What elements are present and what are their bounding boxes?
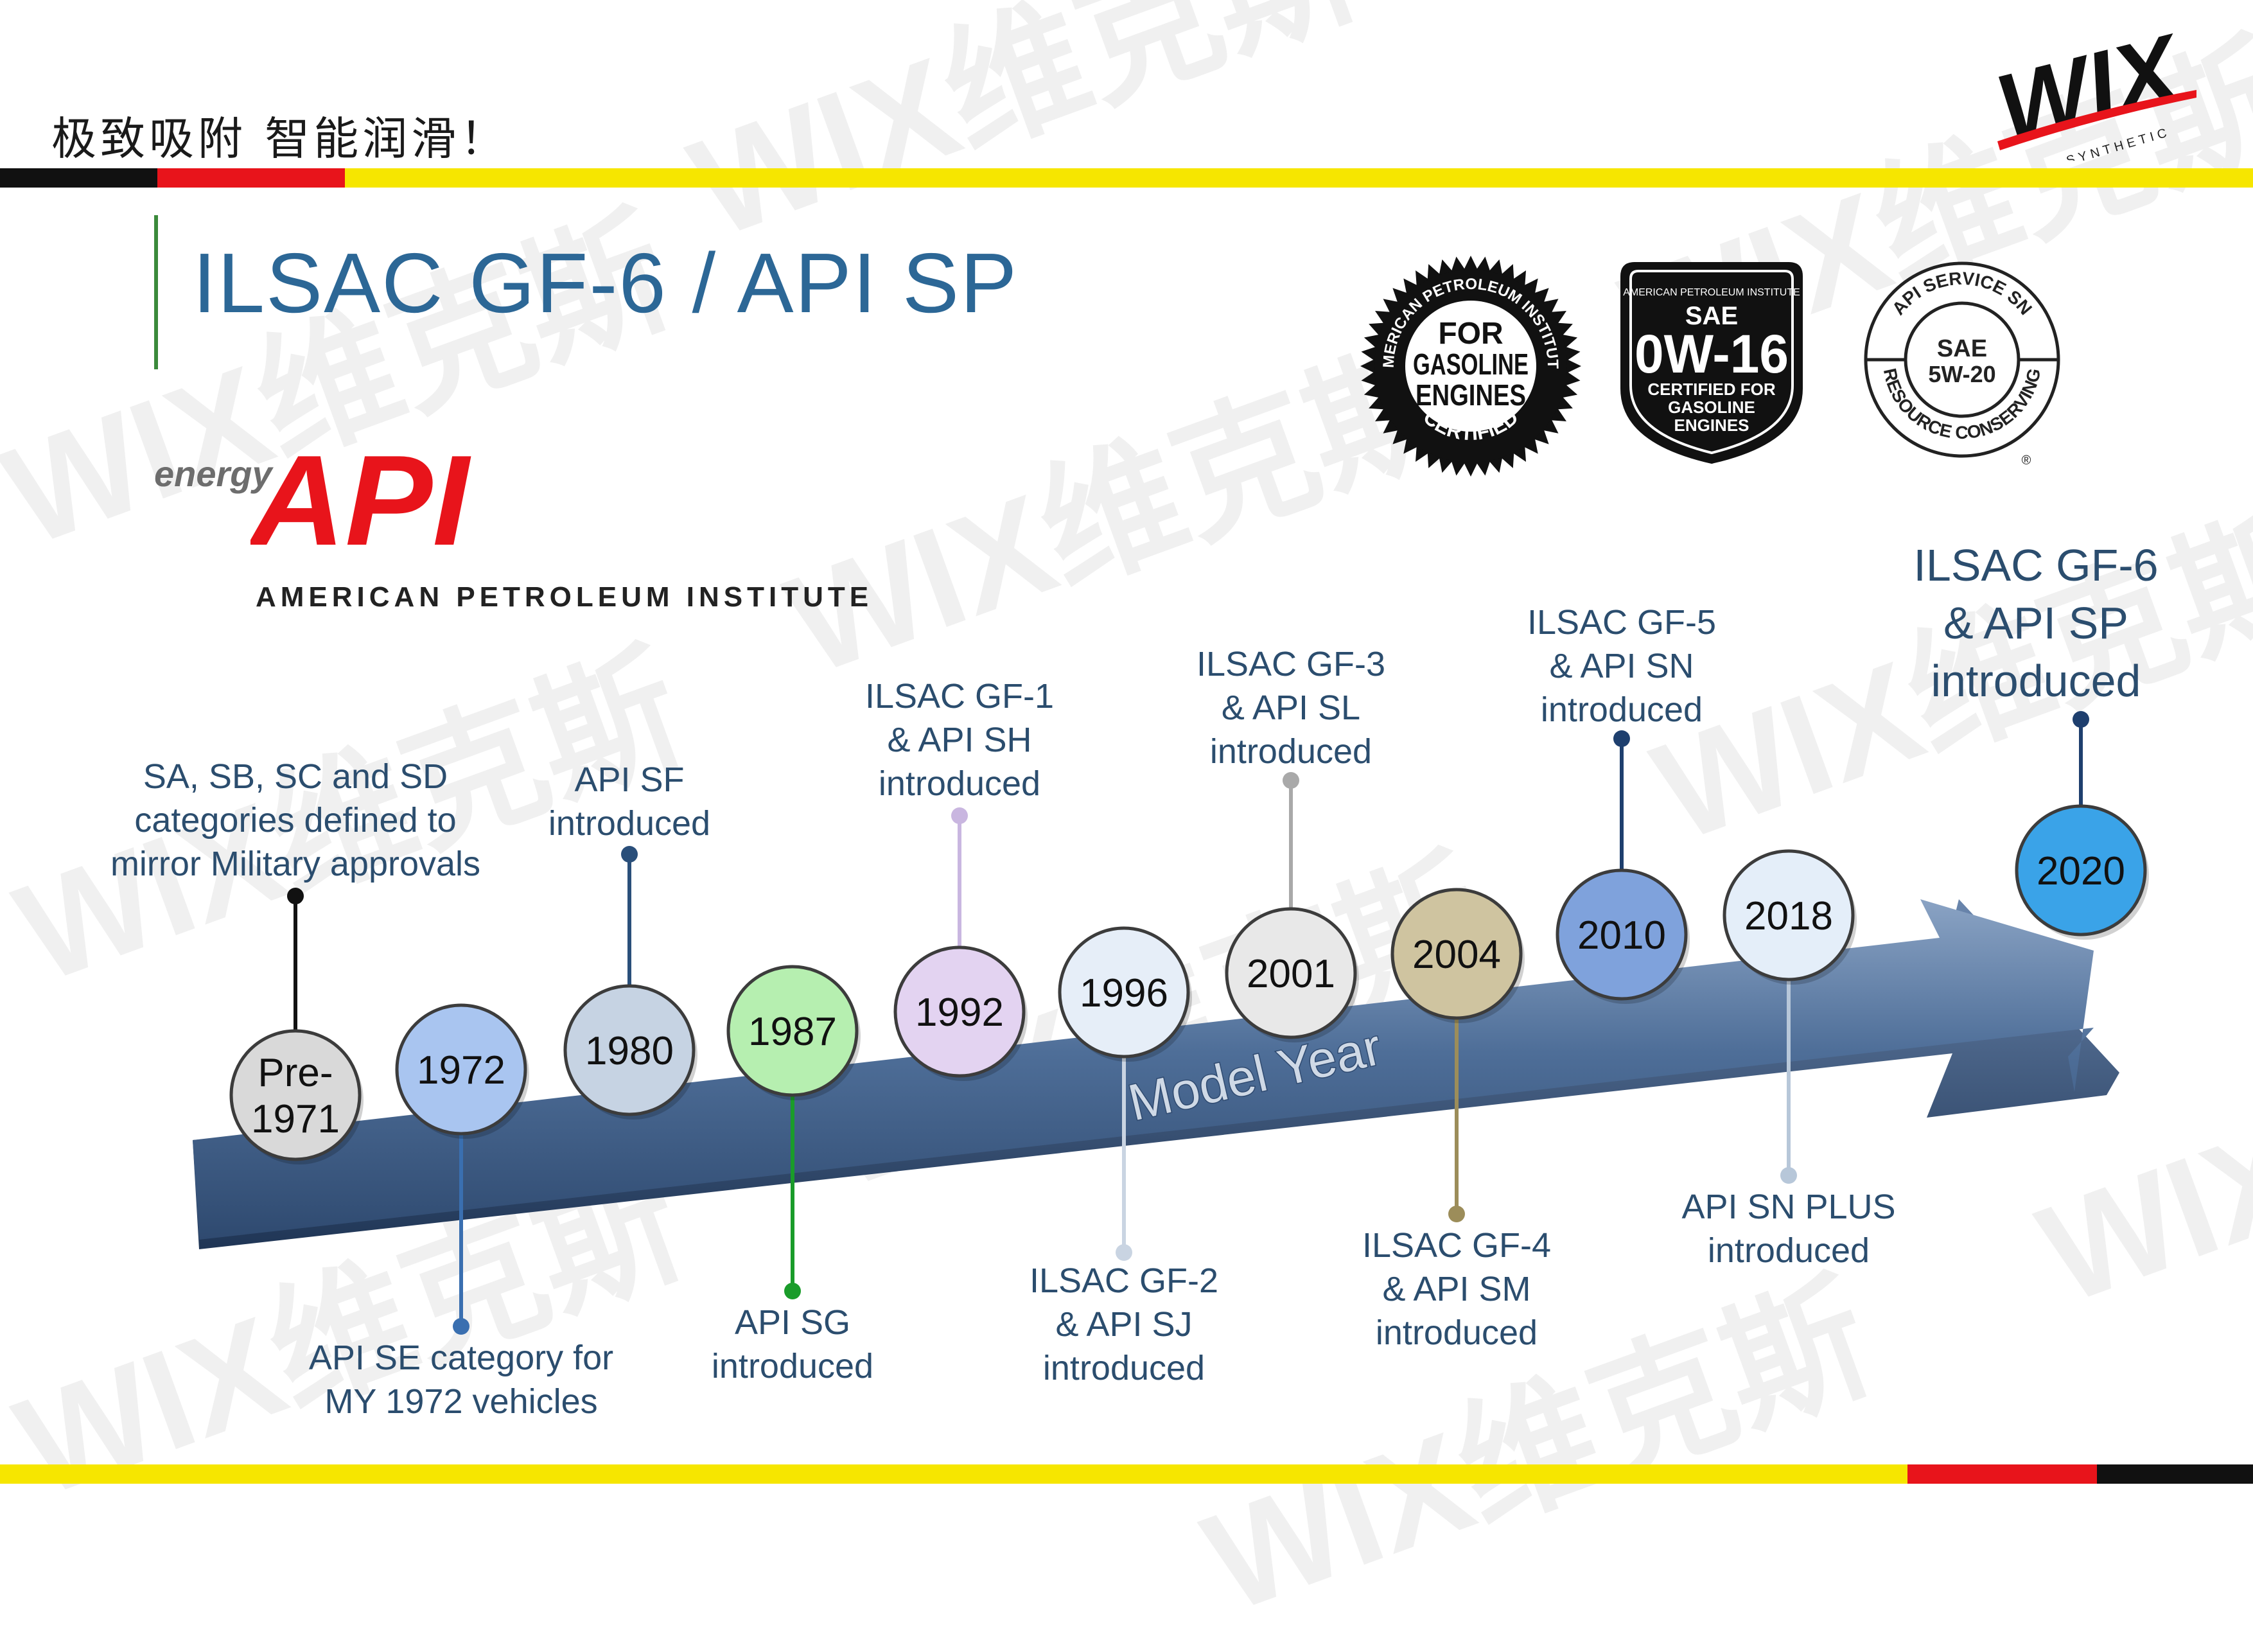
api-certified-badge: AMERICAN PETROLEUM INSTITUTE CERTIFIED F… [1358,254,1581,477]
milestone-year: 2010 [1577,913,1666,958]
milestone-circle [893,945,1026,1078]
milestone-dot [951,807,968,824]
milestone-circle [1556,868,1688,1001]
badge-line2: GASOLINE [1413,347,1529,381]
shield-top: AMERICAN PETROLEUM INSTITUTE [1623,287,1800,298]
footer-stripe-black [2097,1464,2253,1484]
milestone-circle [229,1029,362,1161]
milestone-label: API SN PLUS introduced [1681,1188,1896,1270]
header-stripe-black [0,168,157,188]
milestone-label: ILSAC GF-6 & API SP introduced [1913,540,2159,706]
milestone-bubble: 2018 [1723,849,1857,985]
donut-sae: SAE [1937,335,1987,362]
slogan: 极致吸附 智能润滑！ [51,112,509,165]
shield-sae: SAE [1685,302,1738,330]
milestone-label: SA, SB, SC and SD categories defined to … [110,757,481,883]
header-stripe-red [157,168,345,188]
milestone-bubble: 2010 [1556,868,1690,1004]
footer-stripe-yellow [0,1464,1907,1484]
badge-line3: ENGINES [1416,378,1526,412]
donut-reg: ® [2022,453,2031,468]
milestone-year: 1996 [1080,971,1168,1015]
milestone-year: Pre-1971 [251,1051,340,1141]
api-shield-badge: AMERICAN PETROLEUM INSTITUTE SAE 0W-16 C… [1620,262,1803,464]
donut-grade: 5W-20 [1928,361,1995,387]
milestone-dot [1116,1244,1132,1261]
milestone-dot [1613,730,1630,747]
milestone-year: 2001 [1247,952,1335,996]
milestone-bubble: 2001 [1225,907,1359,1042]
header-stripe-yellow [345,168,2253,188]
milestone-bubble: 2020 [2015,804,2149,940]
milestone-circle [1390,888,1523,1020]
shield-line3: ENGINES [1674,416,1749,435]
milestone-dot [1780,1167,1797,1184]
api-logo-subtitle: AMERICAN PETROLEUM INSTITUTE [256,581,873,613]
milestone-dot [1448,1206,1465,1222]
milestone-bubble: 2004 [1390,888,1525,1023]
milestone-circle [1225,907,1357,1039]
shield-line1: CERTIFIED FOR [1647,380,1776,399]
milestone-circle [1723,849,1855,981]
milestone-dot [1283,772,1299,789]
milestone-year: 1980 [585,1029,674,1073]
wix-logo-swoosh [1997,90,2196,150]
milestone-label: ILSAC GF-3 & API SL introduced [1196,645,1386,771]
milestone-circle [2015,804,2147,936]
milestone-bubble: 1972 [395,1003,529,1139]
milestone-year: 2004 [1412,933,1501,977]
shield-line2: GASOLINE [1668,398,1755,417]
milestone-label: ILSAC GF-2 & API SJ introduced [1029,1261,1219,1387]
wix-logo: WIX FULL SYNTHETIC [1986,13,2196,161]
milestone-dot [621,846,638,863]
milestone-year: 1987 [748,1010,837,1054]
milestone-bubble: 1992 [893,945,1028,1081]
milestone-label: API SG introduced [711,1303,874,1385]
milestone-dot [287,888,304,904]
milestone-dot [784,1283,801,1299]
milestone-bubble: 1996 [1058,926,1192,1062]
footer-stripe-red [1907,1464,2097,1484]
api-donut-badge: API SERVICE SN RESOURCE CONSERVING SAE 5… [1864,261,2060,468]
milestone-bubble: Pre-1971 [229,1029,364,1164]
title-accent-bar [154,215,158,369]
milestone-dot [453,1318,469,1335]
milestone-bubble: 1987 [726,965,861,1100]
api-logo-letters: API [250,437,471,552]
milestone-year: 2020 [2037,849,2125,893]
milestone-circle [1058,926,1190,1059]
milestone-bubble: 1980 [563,984,697,1120]
milestone-circle [563,984,696,1116]
milestone-year: 1992 [915,990,1004,1035]
milestone-year: 2018 [1744,894,1833,938]
milestone-label: ILSAC GF-1 & API SH introduced [864,677,1055,803]
badge-line1: FOR [1438,317,1503,351]
milestone-label: ILSAC GF-4 & API SM introduced [1362,1226,1552,1352]
milestone-label: ILSAC GF-5 & API SN introduced [1527,603,1717,729]
api-logo: API [250,437,471,552]
page-title: ILSAC GF-6 / API SP [193,236,1019,330]
milestone-dot [2073,711,2089,728]
api-logo-energy: energy [154,453,272,494]
milestone-year: 1972 [417,1048,505,1093]
milestone-circle [395,1003,527,1136]
timeline-milestones: Pre-1971 1972 1980 1987 1992 1996 2001 2004 2010… [229,711,2149,1335]
milestone-label: API SE category for MY 1972 vehicles [308,1339,614,1421]
milestone-label: API SF introduced [548,760,711,843]
shield-grade: 0W-16 [1635,324,1789,384]
milestone-circle [726,965,859,1097]
